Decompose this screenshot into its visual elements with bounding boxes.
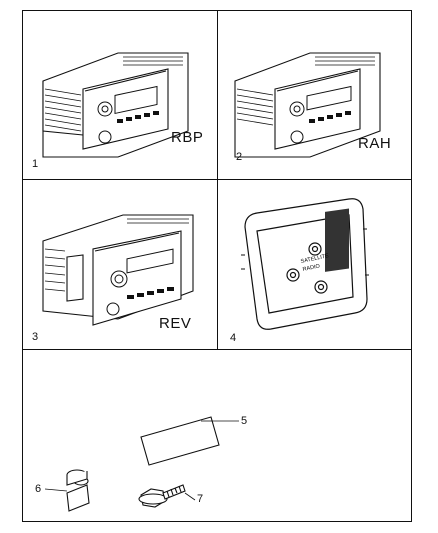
- radio-code-label: RAH: [358, 135, 392, 152]
- panel-number: 3: [32, 331, 39, 343]
- panel-fasteners: 5 6 7: [23, 349, 413, 523]
- parts-diagram-sheet: 1 RBP: [22, 10, 412, 522]
- radio-receiver-2-illustration: [234, 52, 381, 158]
- bushing: [66, 469, 90, 512]
- panel-number: 2: [236, 151, 243, 163]
- satellite-label-line-2: RADIO: [302, 263, 321, 273]
- satellite-radio-module-illustration: SATELLITE RADIO: [241, 198, 369, 330]
- grid-divider-col: [217, 11, 218, 349]
- panel-2: 2 RAH: [217, 11, 413, 179]
- callout-leader-7: [184, 492, 196, 501]
- radio-code-label: REV: [159, 315, 192, 332]
- panel-number: 4: [230, 332, 237, 344]
- panel-number: 1: [32, 158, 39, 170]
- bolt: [138, 484, 186, 508]
- radio-receiver-1-illustration: [42, 52, 189, 158]
- panel-3: 3 REV: [23, 179, 217, 349]
- radio-code-label: RBP: [171, 129, 204, 146]
- satellite-label-line-1: SATELLITE: [300, 253, 330, 265]
- panel-4: SATELLITE RADIO 4: [217, 179, 413, 349]
- callout-number: 5: [241, 415, 248, 427]
- panel-1: 1 RBP: [23, 11, 217, 179]
- radio-receiver-3-illustration: [42, 214, 194, 326]
- callout-number: 6: [35, 483, 42, 495]
- callout-number: 7: [197, 493, 204, 505]
- speaker-grille: [325, 208, 349, 272]
- grid-divider-row-2: [23, 349, 411, 350]
- callout-leader-6: [44, 488, 68, 492]
- label-card: [140, 416, 220, 466]
- fasteners-illustration: [44, 416, 239, 512]
